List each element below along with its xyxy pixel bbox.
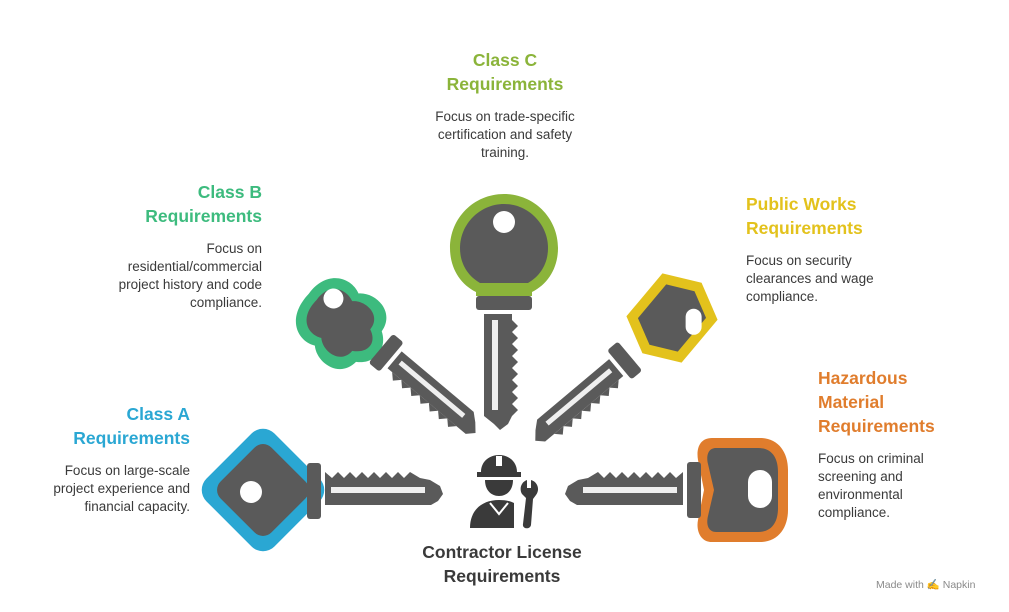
description-class-a: Focus on large-scale project experience … xyxy=(53,463,190,514)
footer-credit: Made with ✍ Napkin xyxy=(876,579,976,591)
description-class-b: Focus on residential/commercial project … xyxy=(118,241,262,310)
label-public-works: Public Works Requirements Focus on secur… xyxy=(746,192,916,306)
label-class-b: Class B Requirements Focus on residentia… xyxy=(92,180,262,312)
key-public-works xyxy=(535,273,718,442)
center-title-wrap: Contractor License Requirements xyxy=(402,540,602,588)
label-class-a: Class A Requirements Focus on large-scal… xyxy=(20,402,190,516)
title-class-a: Class A Requirements xyxy=(73,404,190,448)
center-title: Contractor License Requirements xyxy=(422,542,582,586)
title-public-works: Public Works Requirements xyxy=(746,194,863,238)
description-hazardous: Focus on criminal screening and environm… xyxy=(818,451,924,520)
description-class-c: Focus on trade-specific certification an… xyxy=(435,109,575,160)
title-class-b: Class B Requirements xyxy=(145,182,262,226)
key-class-b xyxy=(296,278,476,434)
key-class-c xyxy=(450,194,558,430)
key-hazardous xyxy=(565,438,788,542)
description-public-works: Focus on security clearances and wage co… xyxy=(746,253,874,304)
label-hazardous: Hazardous Material Requirements Focus on… xyxy=(818,366,988,522)
title-hazardous: Hazardous Material Requirements xyxy=(818,368,935,436)
contractor-worker-icon xyxy=(470,455,539,529)
label-class-c: Class C Requirements Focus on trade-spec… xyxy=(405,48,605,162)
key-class-a xyxy=(201,428,443,552)
title-class-c: Class C Requirements xyxy=(446,50,564,94)
